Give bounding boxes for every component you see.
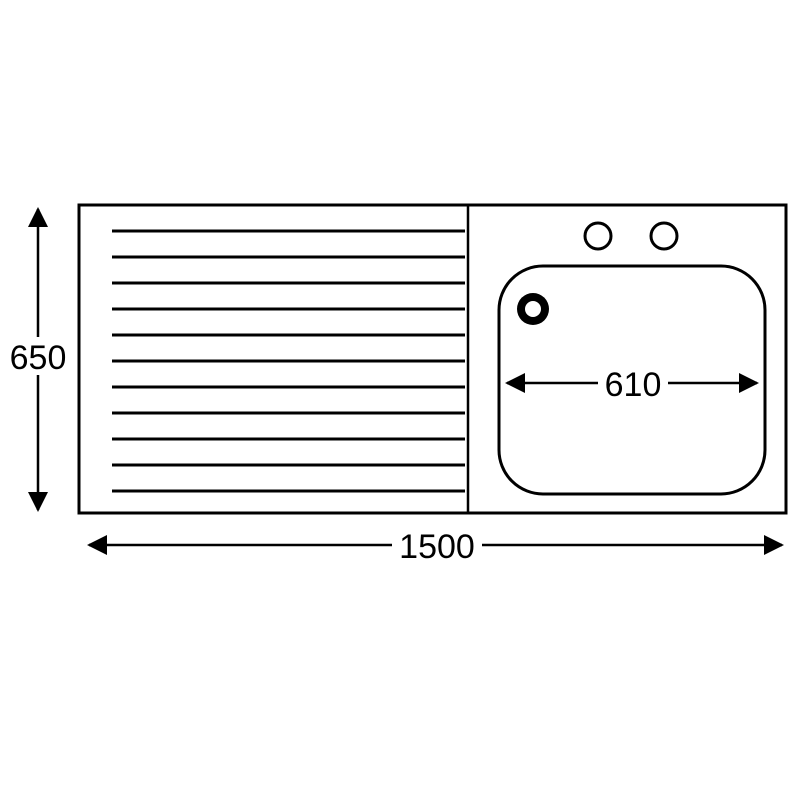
drain-inner-hole bbox=[525, 301, 541, 317]
bowl-width-label: 610 bbox=[605, 366, 662, 404]
height-label-bg bbox=[10, 337, 66, 375]
dimension-bowl-width: 610 bbox=[505, 364, 759, 404]
drainer-lines bbox=[112, 229, 465, 493]
sink-bowl bbox=[497, 264, 767, 496]
dimension-overall-width: 1500 bbox=[87, 526, 784, 566]
drain-hole bbox=[517, 293, 549, 325]
width-label-bg bbox=[392, 526, 482, 564]
tap-hole-right bbox=[649, 221, 679, 251]
height-label: 650 bbox=[10, 339, 67, 377]
bowl-width-label-bg bbox=[598, 364, 668, 402]
tap-hole-left bbox=[583, 221, 613, 251]
dimension-overall-height: 650 bbox=[10, 207, 67, 512]
width-label: 1500 bbox=[399, 528, 475, 566]
sink-unit-outline bbox=[77, 203, 788, 515]
